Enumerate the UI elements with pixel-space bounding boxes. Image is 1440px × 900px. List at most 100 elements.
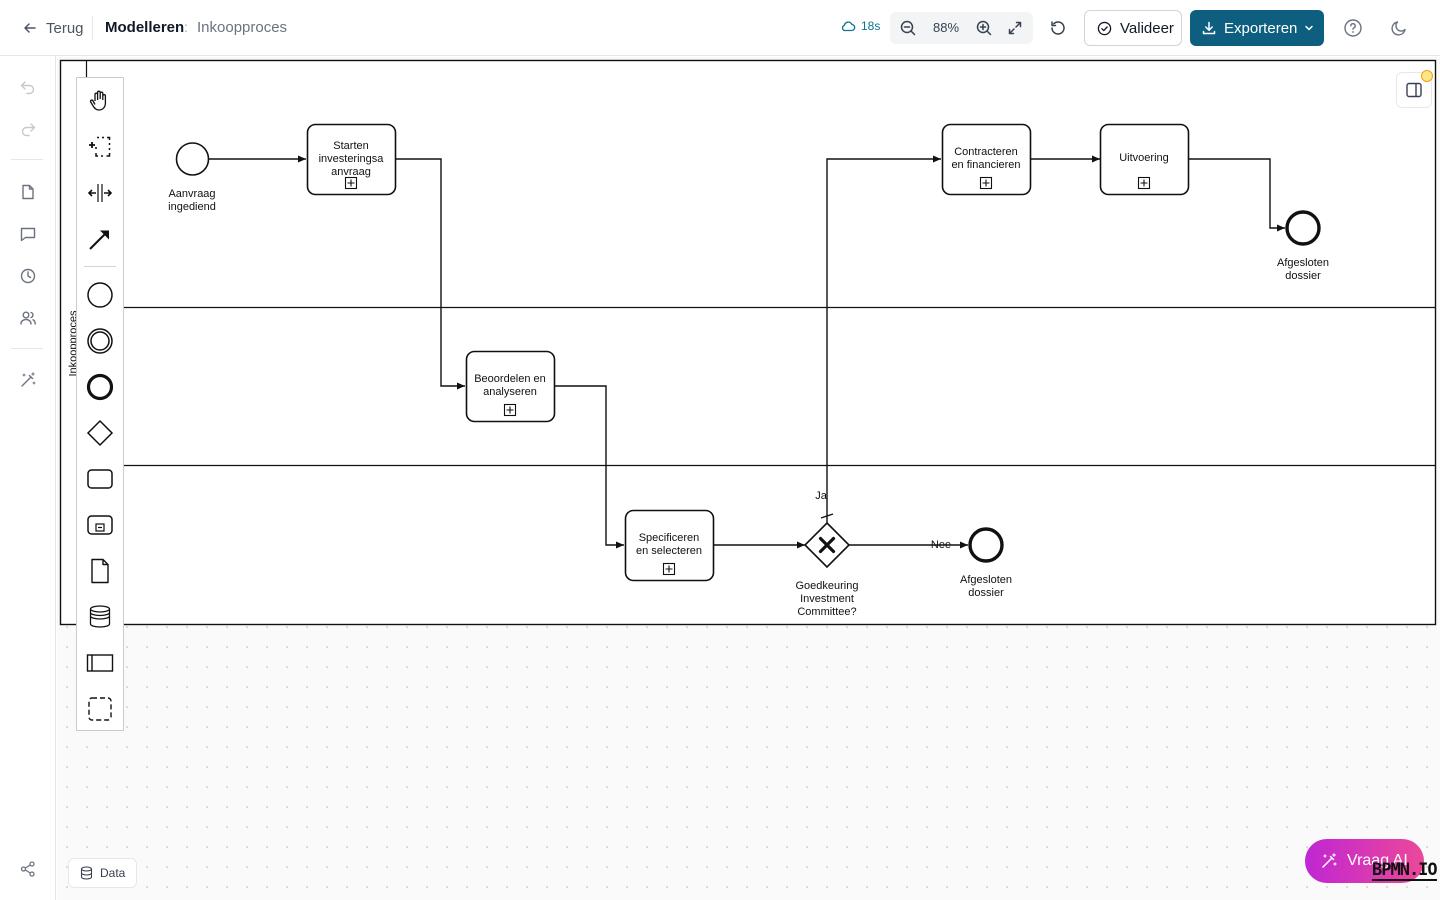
start-event[interactable] <box>175 142 210 176</box>
task-contracteren[interactable] <box>941 123 1032 196</box>
palette-divider <box>84 266 116 267</box>
ask-ai-label: Vraag AI <box>1347 852 1408 869</box>
participant-tool[interactable] <box>84 647 116 679</box>
validate-label: Valideer <box>1120 19 1174 37</box>
end-event-top-label: Afgesloten dossier <box>1277 257 1329 282</box>
chevron-down-icon <box>1305 25 1314 31</box>
help-icon <box>1344 19 1362 37</box>
sequence-flow-yes[interactable] <box>826 155 941 523</box>
bpmn-io-watermark[interactable]: BPMN.IO <box>1372 860 1438 881</box>
sequence-flow[interactable] <box>396 158 465 390</box>
gateway-icon <box>86 419 114 447</box>
sidebar-panel-icon <box>1406 82 1422 98</box>
undo-icon <box>20 81 35 95</box>
hand-icon <box>89 90 107 111</box>
task-tool[interactable] <box>84 463 116 495</box>
participant-icon <box>86 654 114 672</box>
task-starten-label: Starten investeringsa anvraag <box>318 140 384 178</box>
data-object-tool[interactable] <box>84 555 116 587</box>
task-specificeren[interactable] <box>624 509 715 582</box>
task-beoordelen[interactable] <box>465 350 556 423</box>
subprocess-icon <box>87 515 113 535</box>
users-icon <box>20 311 36 325</box>
zoom-out-button[interactable] <box>896 16 920 40</box>
default-flow-marker <box>820 513 834 519</box>
end-event-tool[interactable] <box>84 371 116 403</box>
rotate-ccw-icon <box>1051 21 1065 35</box>
export-button[interactable]: Exporteren <box>1190 10 1324 46</box>
zoom-in-button[interactable] <box>972 16 996 40</box>
task-starten[interactable] <box>306 123 397 196</box>
expand-icon <box>1008 21 1022 35</box>
divider <box>92 16 93 40</box>
hand-tool[interactable] <box>84 85 116 117</box>
group-icon <box>88 697 112 721</box>
left-rail <box>0 56 56 900</box>
task-uitvoering[interactable] <box>1099 123 1190 196</box>
redo-icon <box>21 123 36 137</box>
breadcrumb-separator: : <box>184 19 188 35</box>
end-event-top[interactable] <box>1285 210 1321 246</box>
tool-palette <box>76 77 124 731</box>
end-event-icon <box>86 373 114 401</box>
flow-label-no: Nee <box>930 539 952 551</box>
history-button[interactable] <box>16 264 40 288</box>
ask-ai-button[interactable]: Vraag AI <box>1305 839 1424 883</box>
intermediate-event-tool[interactable] <box>84 325 116 357</box>
pool[interactable] <box>59 59 1437 626</box>
file-icon <box>22 184 34 200</box>
help-button[interactable] <box>1339 14 1367 42</box>
fit-screen-button[interactable] <box>1003 16 1027 40</box>
diagram-title[interactable]: Inkoopproces <box>197 19 288 36</box>
back-button[interactable]: Terug <box>22 16 84 40</box>
zoom-controls: 88% <box>890 12 1033 44</box>
task-icon <box>87 469 113 489</box>
redo-button[interactable] <box>16 117 40 141</box>
magic-wand-icon <box>1322 853 1337 868</box>
cloud-icon <box>841 21 856 32</box>
rail-divider <box>11 348 43 349</box>
data-store-tool[interactable] <box>84 601 116 633</box>
group-tool[interactable] <box>84 693 116 725</box>
data-button-label: Data <box>100 866 126 880</box>
start-event-label: Aanvraag ingediend <box>168 188 216 213</box>
sequence-flow[interactable] <box>1189 158 1285 232</box>
rail-divider <box>11 159 43 160</box>
share-icon <box>20 861 35 877</box>
check-circle-icon <box>1097 21 1112 35</box>
start-event-tool[interactable] <box>84 279 116 311</box>
sequence-flow[interactable] <box>554 385 624 549</box>
end-event-bottom-label: Afgesloten dossier <box>960 574 1012 599</box>
files-button[interactable] <box>16 180 40 204</box>
gateway-tool[interactable] <box>84 417 116 449</box>
ai-tools-button[interactable] <box>16 368 40 392</box>
collaborators-button[interactable] <box>16 306 40 330</box>
lasso-icon <box>89 136 111 157</box>
top-bar: Terug Modelleren : Inkoopproces 18s 88% <box>0 0 1440 56</box>
comments-button[interactable] <box>16 222 40 246</box>
theme-toggle-button[interactable] <box>1385 14 1413 42</box>
undo-button[interactable] <box>16 75 40 99</box>
task-contracteren-label: Contracteren en financieren <box>951 146 1021 171</box>
lasso-tool[interactable] <box>84 131 116 163</box>
connect-tool[interactable] <box>84 223 116 255</box>
task-beoordelen-label: Beoordelen en analyseren <box>474 373 546 398</box>
data-button[interactable]: Data <box>68 858 137 888</box>
back-label: Terug <box>46 19 84 37</box>
exclusive-gateway[interactable] <box>803 521 851 569</box>
breadcrumb-modelleren[interactable]: Modelleren <box>105 19 185 36</box>
share-button[interactable] <box>16 857 40 881</box>
validate-button[interactable]: Valideer <box>1084 10 1182 46</box>
database-icon <box>80 866 93 880</box>
subprocess-tool[interactable] <box>84 509 116 541</box>
space-tool[interactable] <box>84 177 116 209</box>
start-event-icon <box>87 282 113 308</box>
task-uitvoering-label: Uitvoering <box>1119 152 1169 164</box>
reset-button[interactable] <box>1044 14 1072 42</box>
end-event-bottom[interactable] <box>968 527 1004 563</box>
comment-icon <box>20 227 36 242</box>
data-store-icon <box>89 605 111 628</box>
history-icon <box>20 268 36 284</box>
